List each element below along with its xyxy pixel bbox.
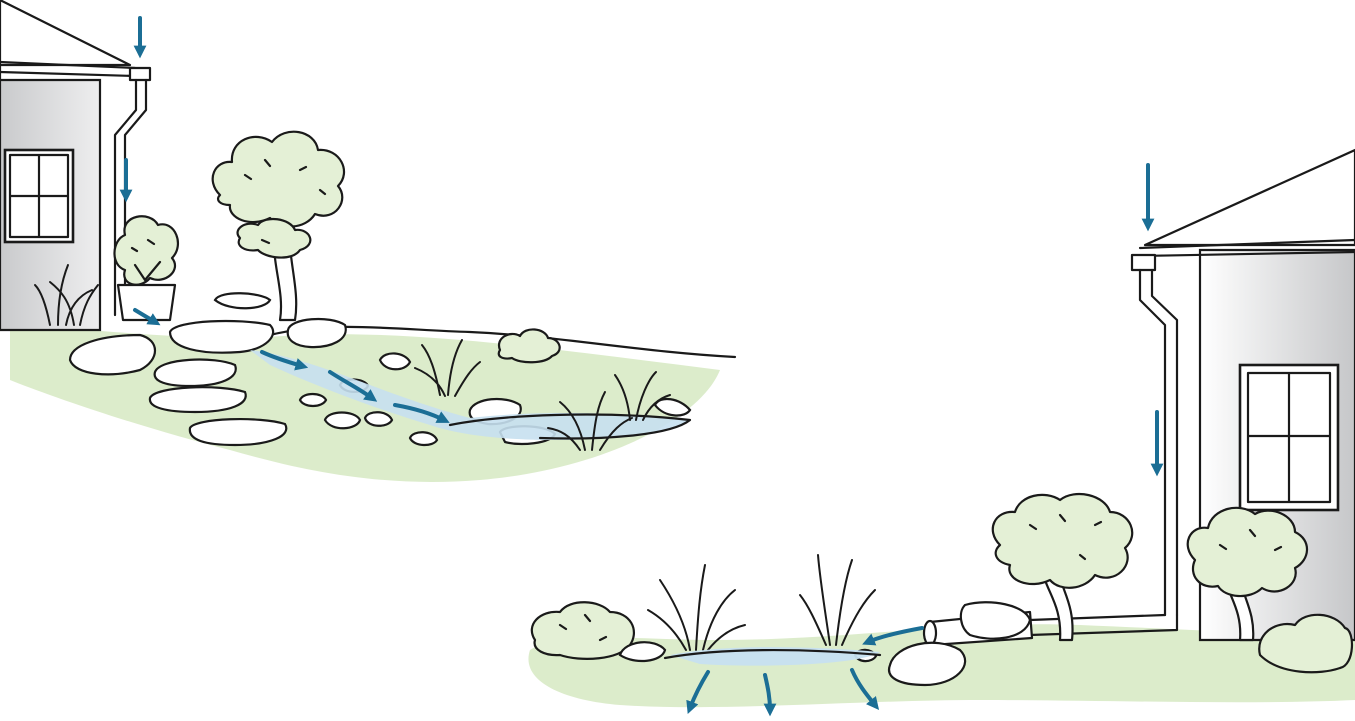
scene-left: [0, 0, 735, 482]
tree-left: [213, 132, 344, 320]
grass-tuft-basin-2: [800, 555, 875, 645]
grass-tuft-basin-1: [648, 565, 745, 650]
shrub-far-left: [532, 602, 634, 659]
potted-shrub: [114, 216, 177, 320]
drain-pipe: [924, 602, 1032, 645]
shrub-creek: [499, 329, 560, 362]
